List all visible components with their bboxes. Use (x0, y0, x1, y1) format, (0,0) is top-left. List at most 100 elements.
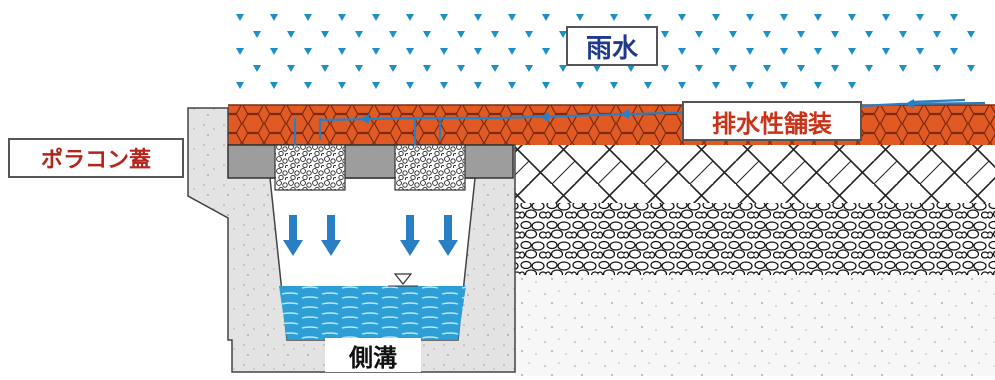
water-level-marker (393, 273, 413, 285)
rain-drop (831, 65, 839, 72)
rain-drop (542, 48, 550, 55)
rain-drop (848, 14, 856, 21)
rain-drop (440, 82, 448, 89)
rain-drop (848, 82, 856, 89)
rain-drop (712, 82, 720, 89)
rain-drop (508, 82, 516, 89)
rain-drop (338, 14, 346, 21)
gravel-layer (515, 203, 995, 275)
rain-drop (593, 65, 601, 72)
rain-drop (508, 48, 516, 55)
rain-drop (933, 31, 941, 38)
down-arrow (438, 215, 458, 256)
rain-drop (695, 31, 703, 38)
rain-drop (797, 65, 805, 72)
rain-drop (287, 65, 295, 72)
rain-drop (304, 48, 312, 55)
rain-drop (678, 48, 686, 55)
rain-drop (406, 14, 414, 21)
rain-drop (678, 14, 686, 21)
flow-arrowhead (540, 112, 549, 122)
rain-drop (372, 48, 380, 55)
rain-drop (270, 82, 278, 89)
rain-drop (525, 31, 533, 38)
rain-drop (576, 14, 584, 21)
rain-drops (236, 14, 975, 89)
rain-drop (423, 65, 431, 72)
flow-arrowhead (905, 99, 914, 109)
rain-drop (406, 48, 414, 55)
rain-drop (916, 48, 924, 55)
drainage-pavement-layer (228, 105, 995, 145)
rain-drop (814, 82, 822, 89)
rain-drop (865, 31, 873, 38)
side-ditch-label: 側溝 (325, 338, 421, 372)
pavement-flow-lines (293, 98, 986, 145)
rain-drop (712, 14, 720, 21)
rain-drop (780, 48, 788, 55)
rain-drop (610, 14, 618, 21)
base-course-layer (515, 145, 995, 203)
rain-drop (712, 48, 720, 55)
down-arrow (321, 215, 341, 256)
rain-drop (559, 65, 567, 72)
rain-drop (338, 82, 346, 89)
rain-drop (440, 48, 448, 55)
rain-drop (270, 14, 278, 21)
flow-arrowhead (620, 109, 629, 119)
rain-drop (644, 82, 652, 89)
rain-drop (542, 14, 550, 21)
cover-porous-left (274, 144, 346, 191)
rain-drop (491, 65, 499, 72)
rain-drop (542, 82, 550, 89)
rain-drop (661, 31, 669, 38)
rain-drop (729, 31, 737, 38)
rain-drop (967, 31, 975, 38)
rain-drop (406, 82, 414, 89)
rain-drop (882, 48, 890, 55)
rain-drop (661, 65, 669, 72)
rain-drop (457, 31, 465, 38)
rain-drop (695, 65, 703, 72)
rain-drop (253, 65, 261, 72)
rain-label: 雨水 (566, 26, 658, 66)
channel-down-arrows (283, 215, 458, 256)
rain-drop (372, 14, 380, 21)
drainage-pavement-label: 排水性舗装 (682, 101, 862, 141)
rain-drop (950, 48, 958, 55)
rain-drop (814, 48, 822, 55)
cover-porous-right (394, 144, 466, 191)
rain-drop (355, 65, 363, 72)
rain-drop (780, 14, 788, 21)
channel-water (279, 286, 466, 340)
rain-drop (474, 14, 482, 21)
rain-drop (491, 31, 499, 38)
rain-drop (304, 14, 312, 21)
rain-drop (763, 31, 771, 38)
rain-drop (746, 82, 754, 89)
rain-drop (950, 14, 958, 21)
rain-drop (576, 82, 584, 89)
rain-drop (304, 82, 312, 89)
flow-arrowhead (360, 114, 369, 124)
rain-drop (321, 31, 329, 38)
down-arrow (400, 215, 420, 256)
rain-drop (236, 48, 244, 55)
rain-drop (457, 65, 465, 72)
rain-drop (372, 82, 380, 89)
rain-drop (474, 48, 482, 55)
rain-drop (814, 14, 822, 21)
rain-drop (525, 65, 533, 72)
rain-drop (763, 65, 771, 72)
rain-drop (967, 65, 975, 72)
rain-drop (389, 65, 397, 72)
rain-drop (440, 14, 448, 21)
rain-drop (780, 82, 788, 89)
rain-drop (678, 82, 686, 89)
rain-drop (933, 65, 941, 72)
rain-drop (389, 31, 397, 38)
down-arrow (283, 215, 303, 256)
rain-drop (644, 14, 652, 21)
